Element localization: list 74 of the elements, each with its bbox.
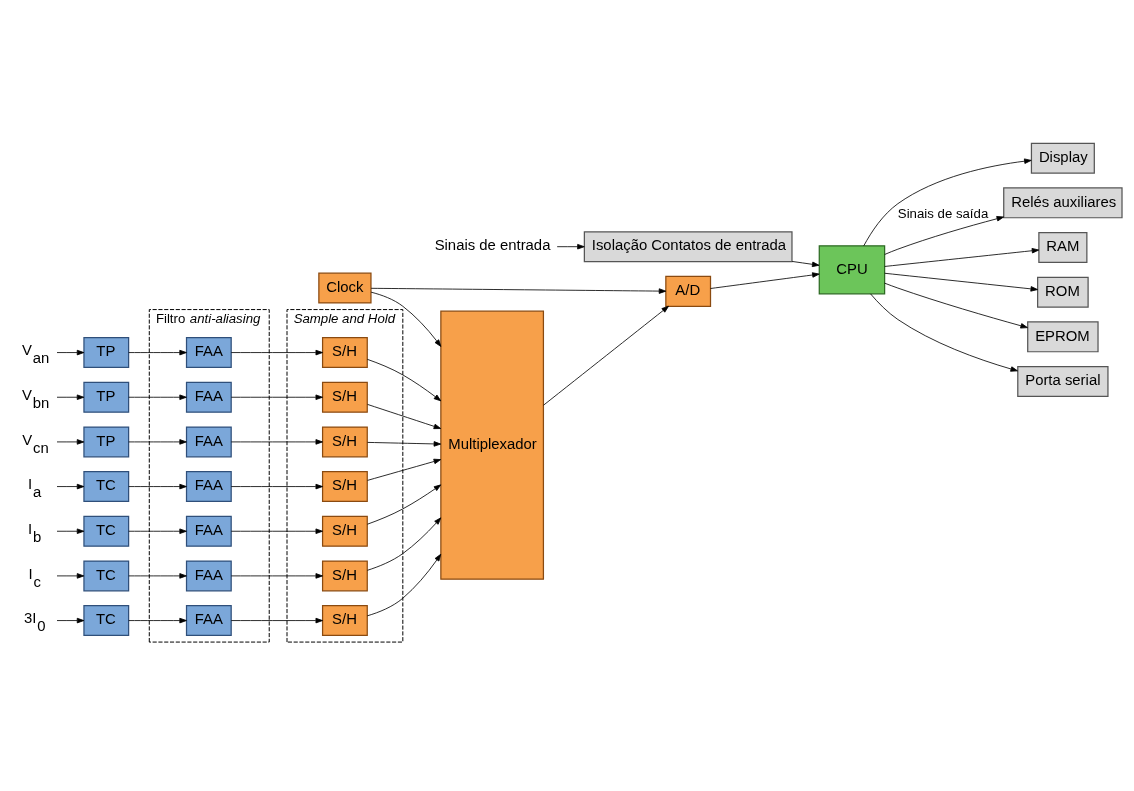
arrow [556,243,585,249]
node-box: FAA [185,336,232,368]
node-box: CPU [818,244,886,294]
arrow [128,572,187,579]
arrow [884,282,1028,328]
arrow [710,271,820,289]
node-box: ROM [1037,276,1089,308]
node-box: TP [83,425,130,457]
arrow [884,272,1038,292]
node-box: S/H [321,515,368,547]
arrow [884,215,1004,255]
arrow [370,287,667,294]
arrow [791,260,820,267]
node-box: S/H [321,381,368,413]
arrow [230,617,323,623]
arrow [863,157,1032,246]
node-box: Multiplexador [440,310,545,580]
arrow [128,617,187,623]
node-box: TC [83,604,130,636]
node-box: TC [83,559,130,591]
arrow [56,617,85,623]
node-box: Relés auxiliares [1003,186,1123,218]
node-box: S/H [321,470,368,502]
arrow [56,572,85,579]
arrow [56,528,85,534]
node-box: S/H [321,604,368,636]
node-box: S/H [321,425,368,457]
node-box: FAA [185,425,232,457]
edge-label: Sinais de saída [897,205,989,221]
node-box: FAA [185,604,232,636]
node-box: Clock [318,272,372,304]
arrow [128,438,187,445]
arrow [367,483,442,525]
arrow [884,247,1040,267]
arrow [128,394,187,400]
arrow [230,349,323,355]
node-box: S/H [321,336,368,368]
node-box: EPROM [1027,320,1099,352]
node-text: Sinais de entrada [434,236,551,253]
arrow [128,349,187,355]
arrow [56,394,85,400]
arrow [56,483,85,489]
arrow [230,483,323,489]
arrow [543,305,669,406]
node-box: A/D [665,275,712,307]
node-box: FAA [185,515,232,547]
node-box: TC [83,470,130,502]
node-box: FAA [185,381,232,413]
arrow [366,553,442,616]
arrow [870,292,1018,372]
arrow [230,528,323,534]
node-box: TP [83,336,130,368]
node-box: TC [83,515,130,547]
arrow [56,438,85,445]
arrow [230,572,323,579]
arrow [367,403,442,429]
arrow [370,291,442,347]
arrow [366,516,442,571]
node-box: TP [83,381,130,413]
arrow [128,528,187,534]
node-box: FAA [185,470,232,502]
node-box: Porta serial [1017,365,1109,397]
node-box: Isolação Contatos de entrada [583,230,793,262]
arrow [230,438,323,445]
arrow [56,349,85,355]
node-box: FAA [185,559,232,591]
arrow [367,458,442,481]
arrow [230,394,323,400]
arrow [367,440,442,447]
arrow [366,358,442,401]
node-box: RAM [1038,231,1088,263]
node-box: Display [1030,142,1095,174]
arrow [128,483,187,489]
node-box: S/H [321,559,368,591]
